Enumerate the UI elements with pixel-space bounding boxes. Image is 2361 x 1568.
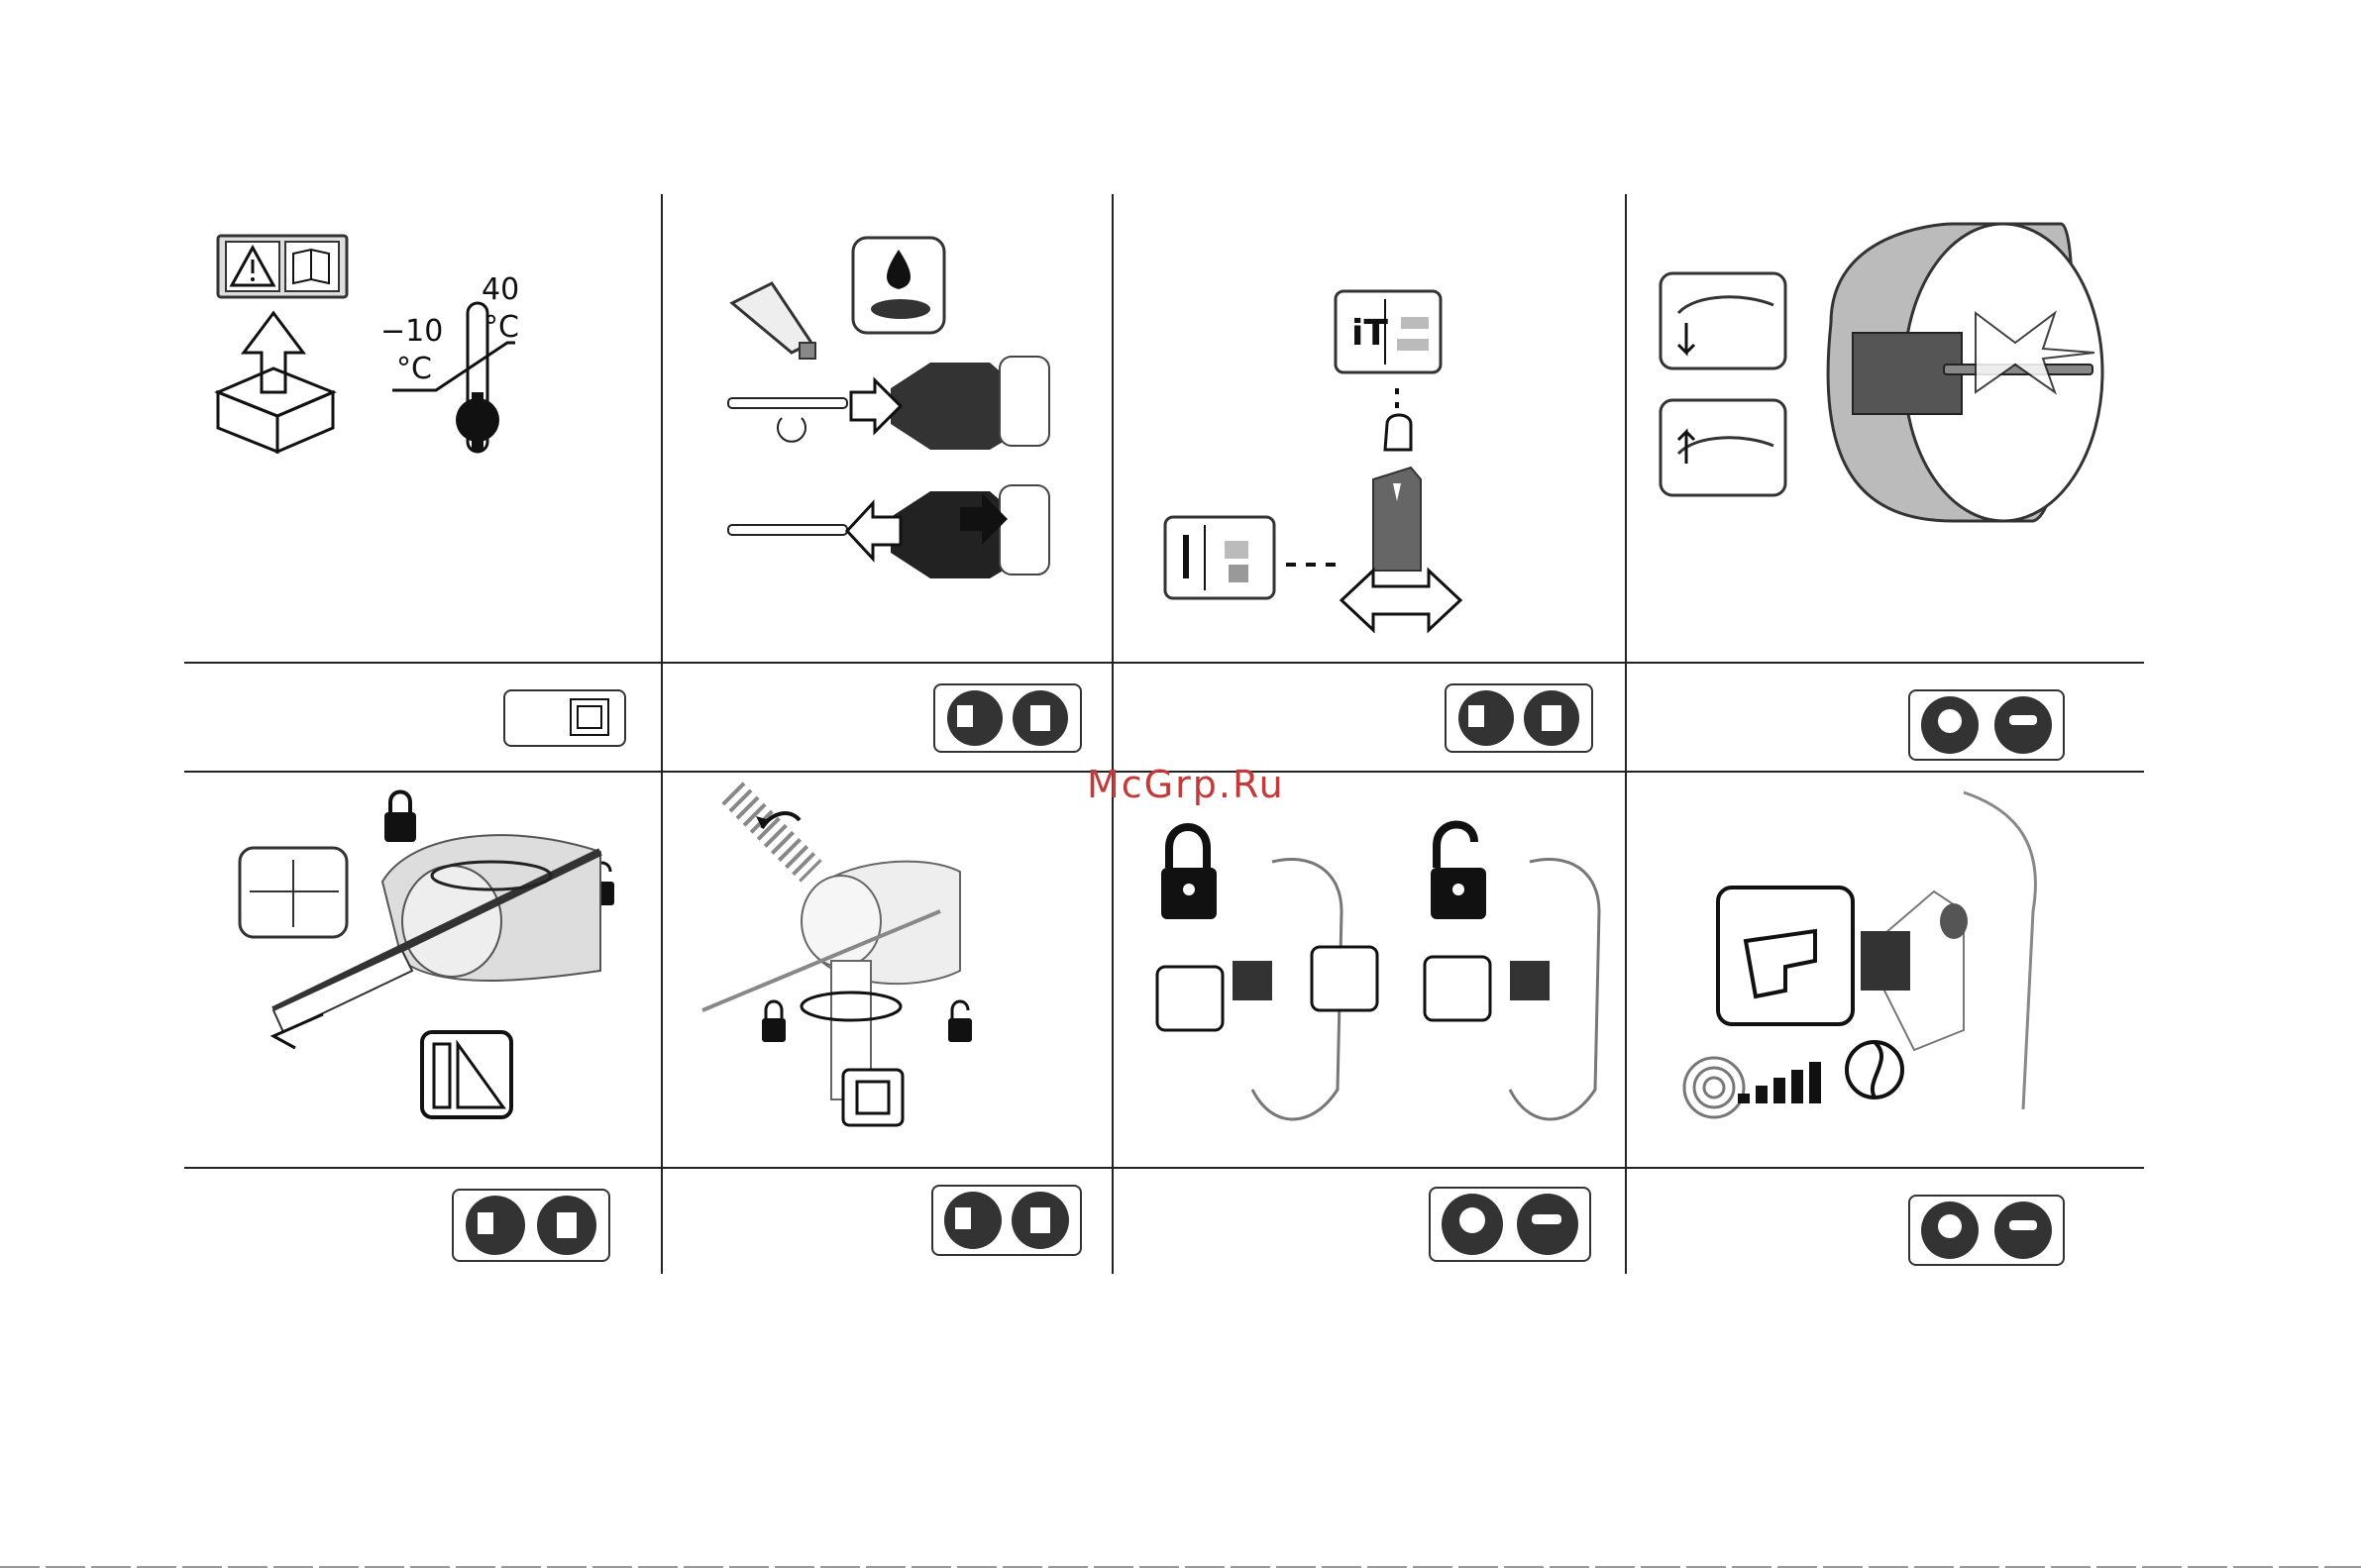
drill-grip-right: [1510, 859, 1599, 1119]
speed-fast-icon: [1847, 1042, 1902, 1098]
lock-icon: [384, 792, 416, 843]
ruler-triangle-icon: [422, 1032, 511, 1117]
lock-button-icon: [1312, 947, 1377, 1010]
svg-text:іТ: іТ: [1351, 313, 1388, 354]
unlock-large-icon: [1431, 824, 1486, 919]
box-unpack-icon: [218, 313, 333, 452]
unplug-gloves-icon: [933, 1187, 1080, 1254]
trigger-press-icon: [1661, 273, 1785, 368]
panel-rotation: [1627, 194, 2142, 660]
double-insulation-icon: [505, 691, 624, 745]
ear-eye-protection-badge-3: [1908, 1195, 2065, 1266]
temp-low: −10: [380, 314, 443, 349]
unplug-gloves-badge-4: [931, 1185, 1082, 1256]
side-handle-icon: [702, 862, 960, 1099]
grease-tube-icon: [732, 283, 815, 359]
lock-icon: [762, 1001, 786, 1042]
ear-eye-protection-badge-1: [1908, 689, 2065, 761]
chuck-icon: [891, 357, 1049, 578]
drill-bit-icon: [728, 398, 847, 535]
panel-depth-gauge: [184, 773, 660, 1165]
grid-horizontal-1: [184, 662, 2144, 664]
speed-bars-icon: [1738, 1062, 1821, 1103]
trigger-release-icon: [1661, 400, 1785, 495]
temp-high-unit: °C: [483, 310, 519, 345]
trigger-icon: [1718, 888, 1853, 1024]
panel-speed-control: [1627, 773, 2142, 1165]
finger-press-icon: [1385, 415, 1411, 450]
panel-storage: −10 °C 40 °C: [184, 194, 660, 660]
measure-inset-icon: [240, 848, 347, 937]
temp-high: 40: [482, 272, 519, 307]
temp-low-unit: °C: [396, 352, 432, 386]
rotate-arrow-icon: [1341, 571, 1460, 630]
hammer-mode-icon: іТ: [1336, 291, 1441, 372]
ear-eye-protection-icon: [1910, 691, 2063, 759]
speed-slow-icon: [1684, 1058, 1744, 1117]
drill-mode-icon: [1165, 517, 1274, 598]
warning-manual-icon: [218, 236, 347, 297]
grease-drop-icon: [853, 238, 944, 333]
handle-inset-icon: [843, 1070, 903, 1125]
double-insulation-badge: [503, 689, 626, 747]
unplug-gloves-icon: [1447, 685, 1591, 751]
ear-eye-protection-badge-2: [1429, 1187, 1591, 1262]
drill-body: [1861, 792, 2035, 1109]
lock-large-icon: [1161, 827, 1217, 919]
thermometer-icon: −10 °C 40 °C: [380, 272, 519, 452]
unplug-gloves-icon: [935, 685, 1080, 751]
mode-selector-icon: [1373, 468, 1421, 571]
unplug-gloves-badge-2: [1445, 683, 1593, 753]
panel-side-handle: [663, 773, 1111, 1165]
panel-lock-button: [1114, 773, 1624, 1165]
rotate-handle-icon: [732, 792, 811, 872]
unplug-gloves-icon: [454, 1191, 608, 1260]
unplug-gloves-badge-1: [933, 683, 1082, 753]
unlock-icon: [948, 1001, 972, 1042]
panel-mode-selector: іТ: [1114, 194, 1624, 660]
unplug-gloves-badge-3: [452, 1189, 610, 1262]
ear-eye-protection-icon: [1910, 1197, 2063, 1264]
ear-eye-protection-icon: [1431, 1189, 1589, 1260]
grid-horizontal-3: [184, 1167, 2144, 1169]
panel-bit-insertion: [663, 194, 1111, 660]
